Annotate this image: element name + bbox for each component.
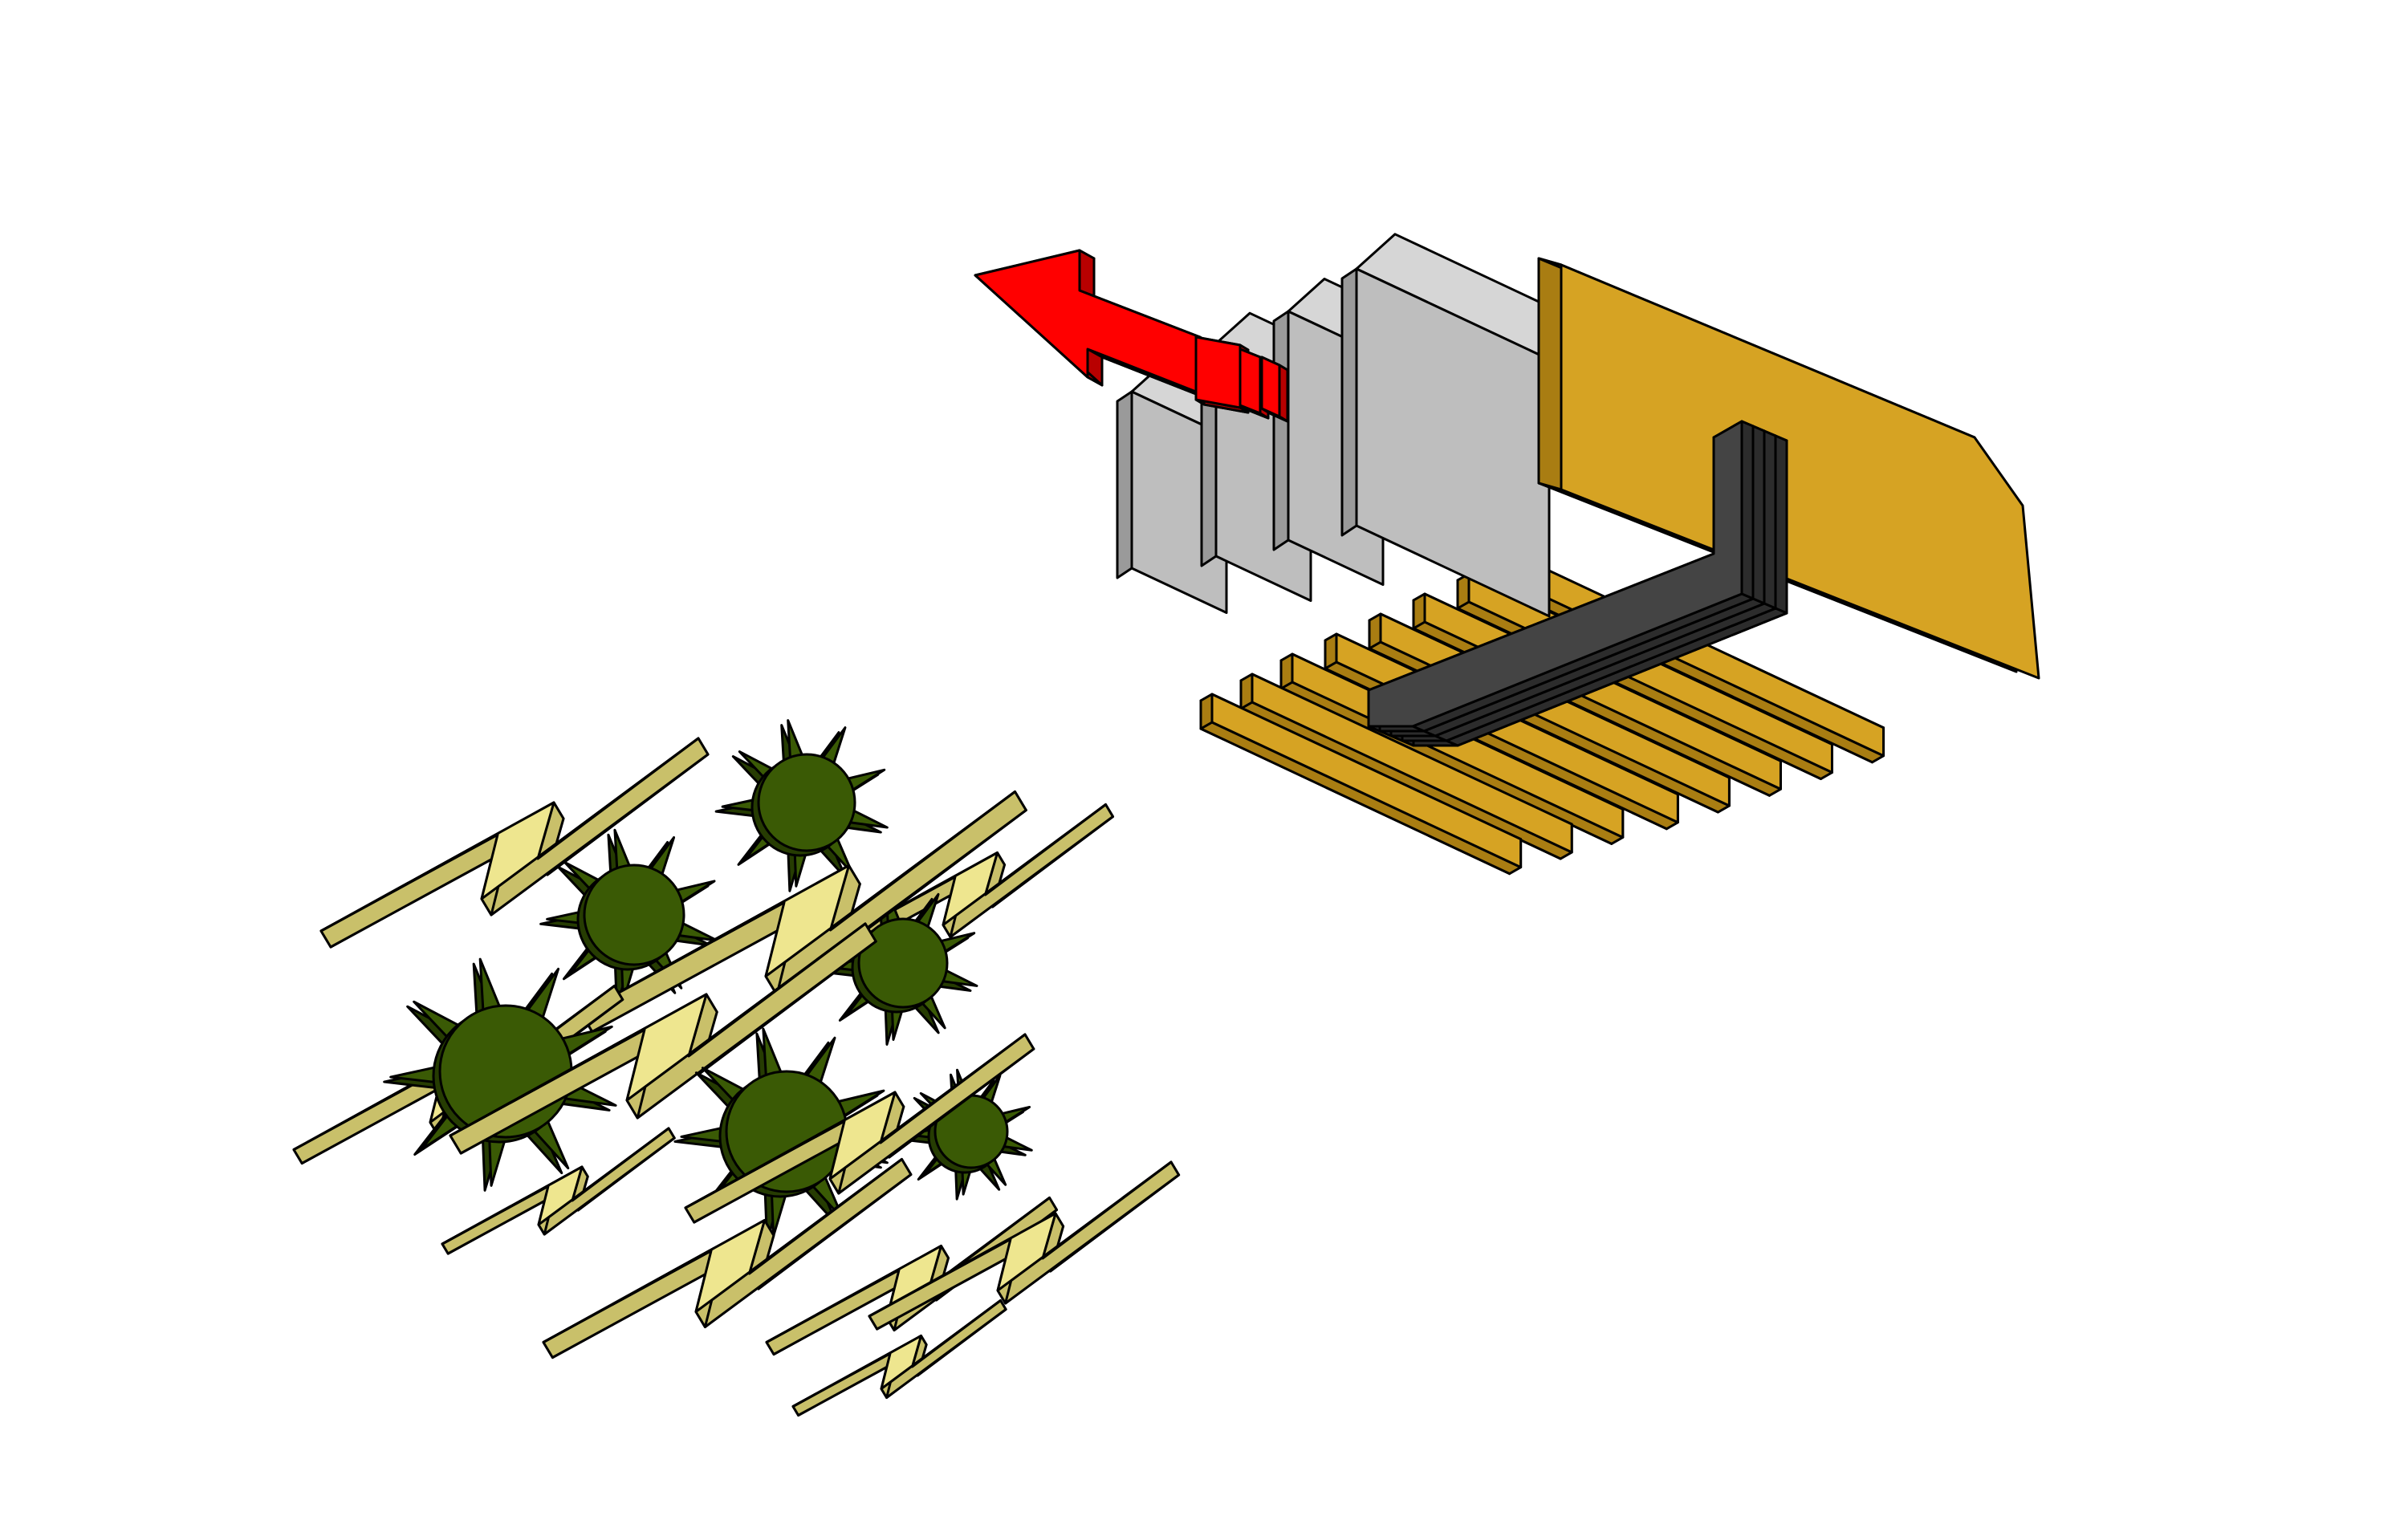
lightning-bolt-icon xyxy=(542,1158,913,1359)
lightning-bolt-icon xyxy=(791,1299,1007,1416)
arrow-head xyxy=(974,249,1216,403)
lightning-bolt-icon xyxy=(441,1127,676,1255)
virus-icon xyxy=(714,719,889,892)
lightning-bolt-icon xyxy=(868,1160,1181,1331)
virus-icon xyxy=(673,1027,889,1242)
virus-icon xyxy=(818,886,978,1046)
gold-fin-icon xyxy=(1239,673,1573,860)
gold-panel-icon xyxy=(1537,257,2040,680)
device-assembly xyxy=(974,233,2040,876)
bracket-icon xyxy=(1367,420,1755,733)
virus-swarm xyxy=(292,719,1181,1416)
lightning-bolt-icon xyxy=(580,790,1027,1033)
virus-icon xyxy=(539,828,719,1008)
arrow-tail-segment xyxy=(1260,356,1289,423)
arrow-icon xyxy=(974,249,1289,423)
gold-fin-icon xyxy=(1199,693,1523,876)
lightning-bolt-icon xyxy=(319,737,710,949)
lightning-bolt-icon xyxy=(684,1033,1035,1224)
gray-block-icon xyxy=(1340,233,1589,618)
lightning-bolt-icon xyxy=(449,922,877,1155)
virus-icon xyxy=(900,1068,1033,1201)
